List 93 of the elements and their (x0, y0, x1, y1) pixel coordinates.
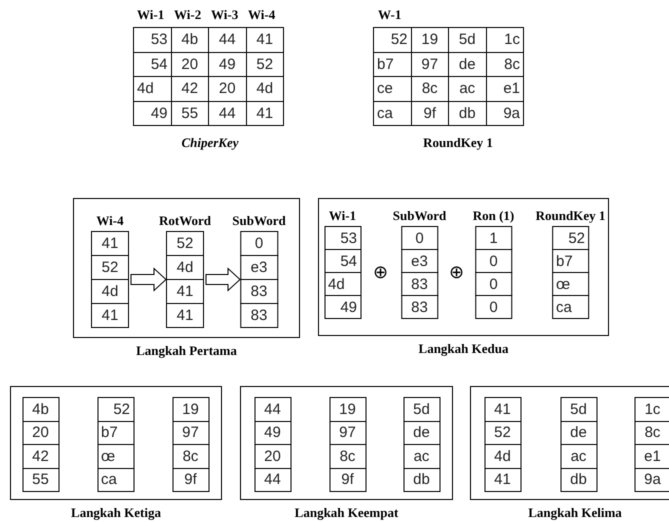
table-cell: 19 (329, 397, 366, 422)
table-cell: 1 (475, 226, 512, 250)
table-cell: de (403, 420, 440, 445)
table-cell: 41 (166, 279, 204, 304)
panel-caption: Langkah Kelima (528, 505, 622, 521)
table-cell: db (560, 468, 597, 492)
table-cell: 97 (172, 420, 209, 445)
table-cell: 41 (246, 27, 284, 52)
column-header: Wi-4 (96, 212, 124, 230)
table-cell: 8c (172, 444, 209, 468)
table-cell: 52 (373, 27, 412, 52)
table-cell: ac (403, 444, 440, 468)
table-cell: 41 (166, 303, 204, 328)
table-cell: 0 (475, 249, 512, 273)
table-cell: 52 (91, 255, 129, 280)
table-cell: œ (97, 444, 134, 468)
table-cell: 0 (240, 231, 278, 256)
table-cell: 83 (401, 295, 438, 319)
table-cell: 97 (329, 420, 366, 445)
table-cell: 9a (486, 100, 524, 126)
table-cell: 55 (22, 468, 59, 492)
column-header: RoundKey 1 (536, 207, 606, 225)
column-header: SubWord (392, 207, 446, 225)
table-cell: 41 (484, 397, 521, 422)
table-cell: 5d (560, 397, 597, 422)
table-cell: 42 (22, 444, 59, 468)
table-cell: 49 (133, 100, 172, 126)
table-cell: e3 (401, 249, 438, 273)
table-cell: 0 (475, 295, 512, 319)
table-cell: ac (560, 444, 597, 468)
table-caption: ChiperKey (181, 135, 239, 151)
table-cell: œ (552, 272, 589, 296)
table-caption: RoundKey 1 (423, 135, 493, 151)
table-cell: 41 (246, 100, 284, 126)
table-cell: ca (373, 100, 412, 126)
table-cell: ca (552, 295, 589, 319)
table-cell: 8c (329, 444, 366, 468)
table-cell: 1c (486, 27, 524, 52)
table-cell: 49 (324, 295, 361, 319)
column-header: Wi-2 (174, 7, 202, 23)
table-cell: 9f (172, 468, 209, 492)
table-cell: 20 (22, 420, 59, 445)
table-cell: e3 (240, 255, 278, 280)
block-arrow (206, 267, 241, 292)
table-cell: 53 (133, 27, 172, 52)
column-header: Ron (1) (472, 207, 514, 225)
column-header: Wi-1 (328, 207, 356, 225)
panel-caption: Langkah Ketiga (71, 505, 161, 521)
table-cell: 83 (240, 303, 278, 328)
table-cell: 4d (484, 444, 521, 468)
column-header: Wi-1 (137, 7, 164, 23)
panel-caption: Langkah Kedua (418, 341, 508, 357)
table-cell: 44 (254, 397, 291, 422)
table-cell: de (560, 420, 597, 445)
column-header: Wi-3 (211, 7, 238, 23)
table-cell: 19 (172, 397, 209, 422)
table-cell: 4d (91, 279, 129, 304)
table-cell: 52 (166, 231, 204, 256)
xor-symbol: ⊕ (449, 262, 464, 283)
table-cell: 41 (484, 468, 521, 492)
table-cell: 4b (22, 397, 59, 422)
table-cell: 1c (634, 397, 669, 422)
table-cell: 9a (634, 468, 669, 492)
table-cell: 52 (552, 226, 589, 250)
table-cell: 4d (324, 272, 361, 296)
table-cell: 0 (475, 272, 512, 296)
table-cell: 44 (254, 468, 291, 492)
table-cell: 52 (484, 420, 521, 445)
column-header: W-1 (378, 7, 402, 23)
panel-caption: Langkah Keempat (294, 505, 398, 521)
table-cell: 41 (91, 303, 129, 328)
table-cell: 83 (401, 272, 438, 296)
xor-symbol: ⊕ (373, 262, 388, 283)
table-cell: 52 (97, 397, 134, 422)
block-arrow (130, 267, 167, 292)
table-cell: 5d (403, 397, 440, 422)
table-cell: 41 (91, 231, 129, 256)
table-cell: 53 (324, 226, 361, 250)
column-header: RotWord (159, 212, 211, 230)
table-cell: 54 (324, 249, 361, 273)
panel-caption: Langkah Pertama (136, 343, 237, 359)
table-cell: 9f (329, 468, 366, 492)
table-cell: ca (97, 468, 134, 492)
table-cell: 20 (254, 444, 291, 468)
table-cell: 83 (240, 279, 278, 304)
column-header: SubWord (232, 212, 286, 230)
table-cell: 0 (401, 226, 438, 250)
table-cell: b7 (97, 420, 134, 445)
column-header: Wi-4 (248, 7, 276, 23)
table-cell: 4d (166, 255, 204, 280)
table-cell: 49 (254, 420, 291, 445)
table-cell: db (403, 468, 440, 492)
table-cell: b7 (552, 249, 589, 273)
